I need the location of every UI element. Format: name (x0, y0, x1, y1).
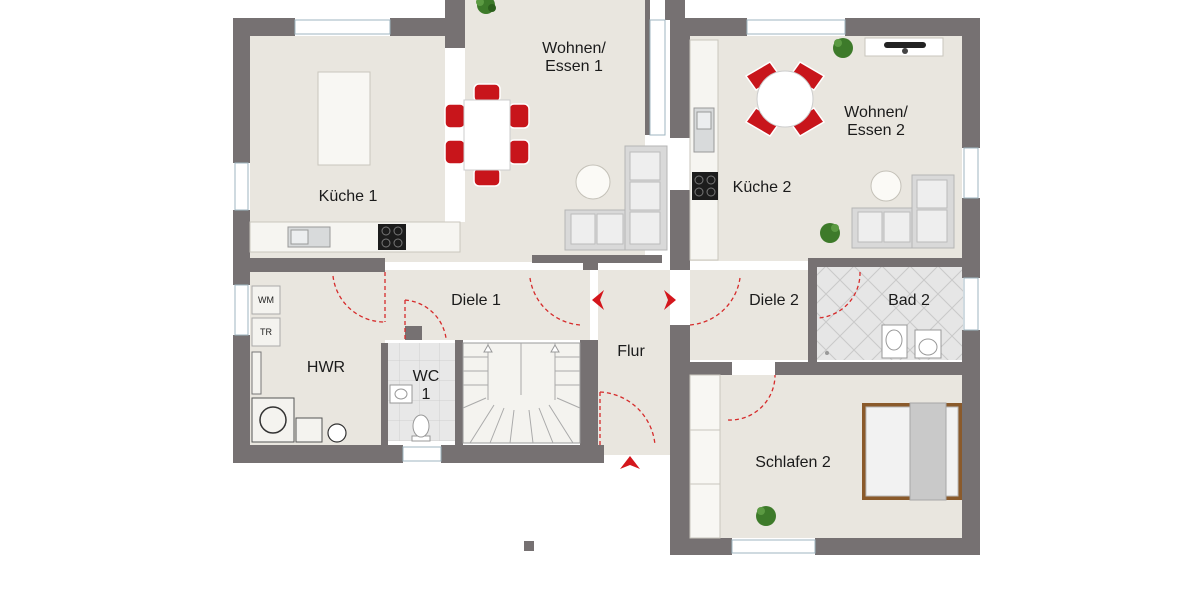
door-swings (332, 271, 861, 446)
kitchen-counter-2 (689, 39, 719, 261)
plant-icon (476, 0, 496, 14)
label-hwr: HWR (307, 359, 345, 376)
label-wc-number: 1 (422, 386, 431, 403)
label-bad2: Bad 2 (888, 292, 930, 309)
label-wohnen2: Wohnen/ (844, 104, 908, 121)
arrow-up-icon (620, 456, 640, 469)
kitchen-counter-1 (249, 221, 461, 253)
label-kueche2: Küche 2 (733, 179, 792, 196)
arrow-left-icon (592, 290, 604, 310)
entrance-arrows (592, 290, 676, 469)
coffee-table-1 (575, 164, 611, 200)
staircase (462, 342, 581, 444)
bed (862, 402, 962, 501)
room-labels: Wohnen/ Essen 1 Küche 1 Wohnen/ Essen 2 … (258, 40, 930, 471)
label-kueche1: Küche 1 (319, 188, 378, 205)
bath-fixtures (825, 324, 942, 359)
dining-table-2 (744, 61, 826, 137)
tv-unit (864, 37, 944, 57)
label-flur: Flur (617, 343, 645, 360)
label-wohnen1: Wohnen/ (542, 40, 606, 57)
coffee-table-2 (870, 170, 902, 202)
sofa-2 (851, 174, 955, 249)
wc-fixtures (389, 384, 431, 442)
label-tr: TR (260, 327, 272, 337)
kitchen-island-1 (317, 71, 371, 166)
windows (234, 19, 979, 554)
floors (250, 0, 963, 538)
label-essen2: Essen 2 (847, 122, 905, 139)
plant-icon (756, 506, 776, 526)
walls (233, 0, 980, 555)
label-diele1: Diele 1 (451, 292, 501, 309)
arrow-right-icon (664, 290, 676, 310)
label-essen1: Essen 1 (545, 58, 603, 75)
plant-icon (820, 223, 840, 243)
dining-table-1 (444, 83, 530, 187)
hwr-appliances (251, 285, 347, 443)
label-diele2: Diele 2 (749, 292, 799, 309)
sofa-1 (564, 145, 668, 251)
label-wm: WM (258, 295, 274, 305)
wardrobe (689, 374, 721, 539)
label-wc: WC (413, 368, 440, 385)
plant-icon (833, 38, 853, 58)
label-schlafen2: Schlafen 2 (755, 454, 831, 471)
